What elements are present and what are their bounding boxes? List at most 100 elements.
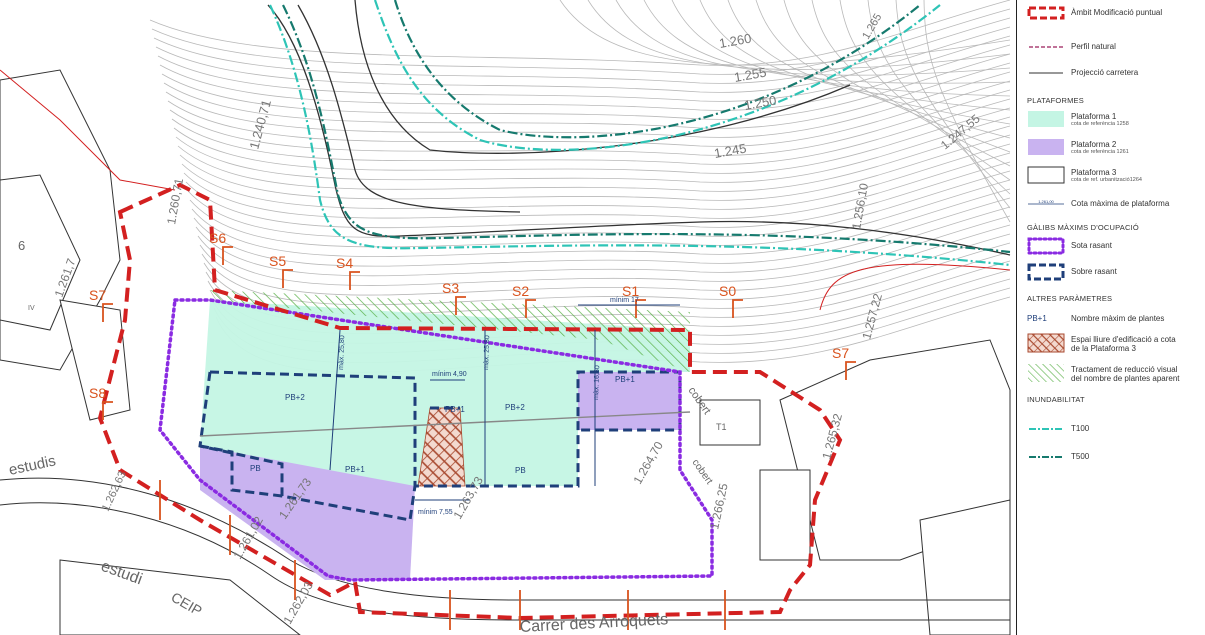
section-label: S1: [622, 283, 639, 299]
legend-plataforma-1-label: Plataforma 1: [1071, 112, 1117, 121]
legend-panel: Àmbit Modificació puntual Perfil natural…: [1016, 0, 1205, 635]
roads: [0, 477, 1010, 621]
t500-line-icon: [1029, 456, 1063, 458]
section-label: S8: [89, 385, 106, 401]
cota-symbol-text: 1.261,00: [1038, 199, 1054, 204]
section-label: S3: [442, 280, 459, 296]
galib-sota-rasant: [158, 298, 714, 582]
legend-cota-maxima-label: Cota màxima de plataforma: [1071, 199, 1170, 208]
misc-label: cobert: [690, 457, 715, 486]
plant-label: PB+1: [445, 405, 465, 414]
dimension-lines: [329, 304, 680, 501]
legend-plantes-label: Nombre màxim de plantes: [1071, 314, 1165, 323]
legend-inund-heading: INUNDABILITAT: [1027, 395, 1085, 404]
legend-platforms-heading: PLATAFORMES: [1027, 96, 1084, 105]
legend-espai-label-2: de la Plataforma 3: [1071, 344, 1136, 353]
flood-lines: [269, 0, 1011, 267]
plataforma-1-swatch: [1028, 111, 1064, 127]
legend-plantes-symbol: PB+1: [1027, 314, 1047, 323]
section-marker: [222, 246, 233, 265]
gray-line-icon: [1029, 72, 1063, 74]
section-marker: [455, 296, 466, 315]
section-label: S4: [336, 255, 353, 271]
section-markers: [102, 246, 856, 630]
street-label: estudis: [7, 452, 57, 479]
elevation-label: 1.264,70: [630, 439, 666, 487]
section-marker: [525, 299, 536, 318]
legend-tractament-label-2: del nombre de plantes aparent: [1071, 374, 1180, 383]
elevation-label: 1.262,63: [100, 469, 129, 513]
plataforma-2b: [578, 372, 680, 430]
dimension-label: mínim 17: [610, 297, 639, 304]
legend-t100-label: T100: [1071, 424, 1090, 433]
dimension-arrow-icon: 1.261,00: [1028, 199, 1064, 205]
legend-t500-label: T500: [1071, 452, 1090, 461]
dimension-label: màx. 25,80: [338, 335, 346, 370]
ambit-modificacio: [97, 182, 843, 621]
section-marker: [102, 401, 113, 420]
section-label: S5: [269, 253, 286, 269]
legend-plataforma-2-label: Plataforma 2: [1071, 140, 1117, 149]
legend-projeccio-label: Projecció carretera: [1071, 68, 1139, 77]
legend-galibs-heading: GÀLIBS MÀXIMS D'OCUPACIÓ: [1027, 223, 1139, 232]
legend-sobre-rasant-label: Sobre rasant: [1071, 267, 1117, 276]
elevation-label: 1.265: [860, 12, 884, 42]
tractament-visual: [210, 290, 690, 372]
purple-dash-line-icon: [1029, 46, 1063, 48]
legend-espai-label: Espai lliure d'edificació a cota: [1071, 335, 1176, 344]
section-label: S2: [512, 283, 529, 299]
t100-line-icon: [1029, 428, 1063, 430]
red-hatch-swatch: [1027, 333, 1065, 353]
galib-sobre-rasant: [198, 370, 682, 522]
legend-plataforma-2-sub: cota de referència 1261: [1071, 149, 1129, 155]
elevation-label: 1.266,25: [707, 482, 730, 531]
elevation-label: 1.257,22: [859, 292, 885, 341]
contour-lines: [149, 0, 1011, 373]
legend-plataforma-3-label: Plataforma 3: [1071, 168, 1117, 177]
plant-label: PB+1: [345, 465, 365, 474]
section-marker: [102, 303, 113, 322]
section-marker: [349, 271, 360, 290]
section-marker: [732, 299, 743, 318]
elevation-label: 1.245: [713, 141, 748, 161]
legend-plataforma-1-sub: cota de referència 1258: [1071, 121, 1129, 127]
dimension-label: mínim 7,55: [418, 509, 453, 516]
plant-label: PB+2: [285, 393, 305, 402]
elevation-label: 1.260,71: [164, 177, 186, 226]
section-label: S0: [719, 283, 736, 299]
section-label: S6: [209, 230, 226, 246]
elevation-label: 1.250: [743, 93, 778, 113]
buildings: [0, 69, 1011, 635]
plataforma-3-swatch: [1027, 166, 1065, 184]
purple-dotted-rect-icon: [1027, 237, 1065, 255]
elevation-label: 1.255: [733, 65, 768, 85]
legend-tractament-label: Tractament de reducció visual: [1071, 365, 1178, 374]
section-label: S7: [89, 287, 106, 303]
section-marker: [635, 299, 646, 318]
section-label: S7: [832, 345, 849, 361]
road-projection-line: [0, 69, 1011, 311]
legend-altres-heading: ALTRES PARÀMETRES: [1027, 294, 1113, 303]
dimension-label: màx. 25,80: [483, 335, 491, 370]
red-dashed-rect-icon: [1027, 6, 1065, 20]
plant-label: PB+1: [615, 375, 635, 384]
blue-dashed-rect-icon: [1027, 263, 1065, 281]
legend-perfil-label: Perfil natural: [1071, 42, 1116, 51]
plant-label: PB+2: [505, 403, 525, 412]
dimension-label: màx. 16,60: [593, 365, 601, 400]
misc-label: 6: [18, 238, 25, 253]
legend-sota-rasant-label: Sota rasant: [1071, 241, 1112, 250]
legend-ambit-label: Àmbit Modificació puntual: [1071, 8, 1163, 17]
plataforma-2-swatch: [1028, 139, 1064, 155]
legend-plataforma-3-sub: cota de ref. urbanització1264: [1071, 177, 1142, 183]
plant-label: PB: [515, 466, 526, 475]
elevation-label: 1.260: [718, 31, 753, 51]
section-marker: [845, 361, 856, 380]
misc-label: T1: [716, 422, 727, 432]
elevation-label: 1.262,03: [280, 579, 316, 627]
plataforma-2: [200, 446, 415, 580]
plant-label: PB: [250, 464, 261, 473]
riverbed: [267, 0, 1011, 256]
misc-label: IV: [28, 305, 35, 312]
